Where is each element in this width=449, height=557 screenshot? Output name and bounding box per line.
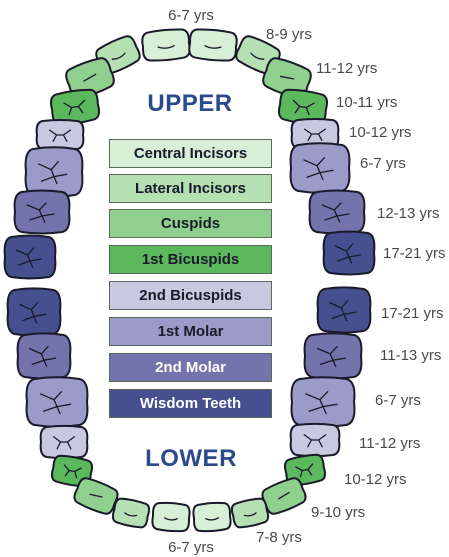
tooth-outline [141,28,190,62]
tooth-lower-left-first-molar [27,377,88,426]
tooth-lower-right-first-molar [292,377,355,426]
tooth-lower-left-cuspids [72,475,120,516]
age-lower-wisdom-teeth: 17-21 yrs [381,305,444,322]
legend-label: 2nd Bicuspids [139,287,242,304]
tooth-lower-right-wisdom-teeth [318,287,371,332]
legend-first-bicuspids: 1st Bicuspids [109,245,272,274]
legend-label: Cuspids [161,215,220,232]
tooth-outline [26,147,83,196]
tooth-outline [193,502,231,532]
age-upper-lateral-incisors: 8-9 yrs [266,26,312,43]
legend-lateral-incisors: Lateral Incisors [109,174,272,203]
tooth-outline [111,497,150,529]
tooth-lower-left-second-molar [18,333,71,378]
legend-label: 1st Molar [158,323,224,340]
tooth-lower-right-second-bicuspids [291,424,340,456]
legend-wisdom-teeth: Wisdom Teeth [109,389,272,418]
tooth-outline [324,232,375,275]
tooth-upper-right-second-molar [310,191,365,234]
tooth-upper-left-second-molar [15,191,70,234]
legend-label: Lateral Incisors [135,180,246,197]
age-upper-cuspids: 11-12 yrs [316,60,377,77]
tooth-outline [318,287,371,332]
tooth-lower-left-central-incisors [152,502,190,532]
tooth-upper-left-wisdom-teeth [5,236,56,279]
tooth-upper-right-first-molar [291,143,350,192]
legend-label: 2nd Molar [155,359,226,376]
tooth-outline [18,333,71,378]
tooth-upper-left-central-incisors [141,28,190,62]
tooth-lower-left-wisdom-teeth [8,288,61,335]
legend-label: 1st Bicuspids [142,251,240,268]
tooth-lower-right-second-molar [305,333,362,378]
tooth-lower-right-lateral-incisors [230,497,269,529]
tooth-upper-left-second-bicuspids [37,120,84,150]
tooth-outline [15,191,70,234]
tooth-upper-left-first-molar [26,147,83,196]
tooth-upper-right-central-incisors [188,28,237,62]
age-upper-second-bicuspids: 10-12 yrs [349,124,412,141]
age-upper-central-incisors: 6-7 yrs [168,7,214,24]
age-upper-first-molar: 6-7 yrs [360,155,406,172]
tooth-outline [292,377,355,426]
upper-jaw-label: UPPER [147,90,232,117]
legend-first-molar: 1st Molar [109,317,272,346]
legend-central-incisors: Central Incisors [109,139,272,168]
tooth-lower-left-second-bicuspids [41,426,88,458]
age-upper-wisdom-teeth: 17-21 yrs [383,245,446,262]
tooth-lower-right-central-incisors [193,502,231,532]
age-upper-second-molar: 12-13 yrs [377,205,440,222]
tooth-outline [5,236,56,279]
tooth-outline [305,333,362,378]
age-lower-lateral-incisors: 7-8 yrs [256,529,302,546]
lower-jaw-label: LOWER [145,445,237,472]
tooth-lower-left-lateral-incisors [111,497,150,529]
legend-second-bicuspids: 2nd Bicuspids [109,281,272,310]
age-lower-central-incisors: 6-7 yrs [168,539,214,556]
age-lower-first-bicuspids: 10-12 yrs [344,471,407,488]
age-lower-second-molar: 11-13 yrs [380,347,441,364]
tooth-outline [291,143,350,192]
age-upper-first-bicuspids: 10-11 yrs [336,94,397,111]
tooth-outline [230,497,269,529]
tooth-outline [152,502,190,532]
legend-label: Wisdom Teeth [140,395,241,412]
legend-cuspids: Cuspids [109,209,272,238]
legend-second-molar: 2nd Molar [109,353,272,382]
age-lower-cuspids: 9-10 yrs [311,504,365,521]
tooth-outline [310,191,365,234]
tooth-outline [27,377,88,426]
tooth-upper-right-wisdom-teeth [324,232,375,275]
age-lower-second-bicuspids: 11-12 yrs [359,435,420,452]
tooth-outline [188,28,237,62]
age-lower-first-molar: 6-7 yrs [375,392,421,409]
tooth-outline [8,288,61,335]
legend-label: Central Incisors [134,145,247,162]
